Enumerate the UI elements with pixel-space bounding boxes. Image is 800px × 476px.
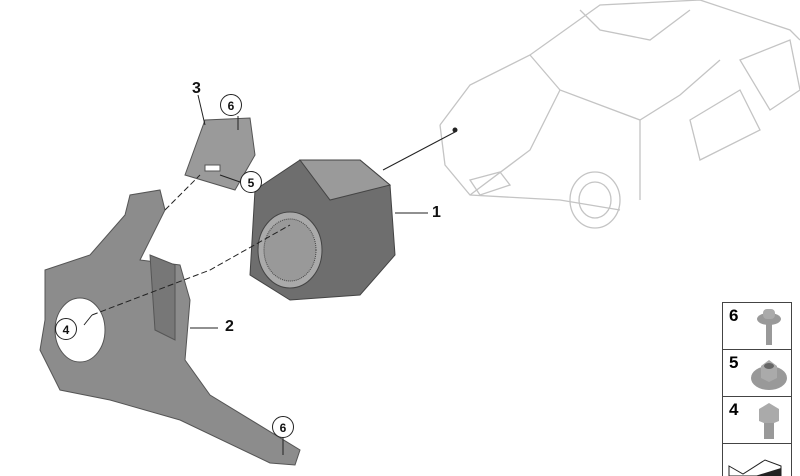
hex-nut-flange-icon: [751, 360, 787, 390]
legend-number: 5: [729, 353, 739, 372]
legend-number: 6: [729, 306, 739, 325]
legend-number: 4: [729, 400, 739, 419]
bracket-part-2: [39, 189, 301, 466]
fastener-legend: 6 5 4: [722, 302, 792, 476]
callout-part-1: 1: [432, 204, 441, 221]
legend-item-6: 6: [722, 302, 792, 349]
callout-circle-6-bottom: 6: [272, 416, 294, 438]
callout-circle-5: 5: [240, 171, 262, 193]
callout-circle-4: 4: [55, 318, 77, 340]
screw-with-washer-icon: [757, 309, 781, 345]
speaker-module-part-1: [249, 159, 396, 301]
legend-item-misc: [722, 443, 792, 476]
legend-item-4: 4: [722, 396, 792, 443]
legend-item-5: 5: [722, 349, 792, 396]
callout-part-3: 3: [192, 80, 201, 97]
callout-circle-6-top: 6: [220, 94, 242, 116]
callout-part-2: 2: [225, 318, 234, 335]
leader-lines: [83, 94, 458, 455]
hex-bolt-icon: [759, 403, 779, 439]
bracket-shape-icon: [728, 459, 782, 476]
car-outline-illustration: [439, 0, 800, 229]
